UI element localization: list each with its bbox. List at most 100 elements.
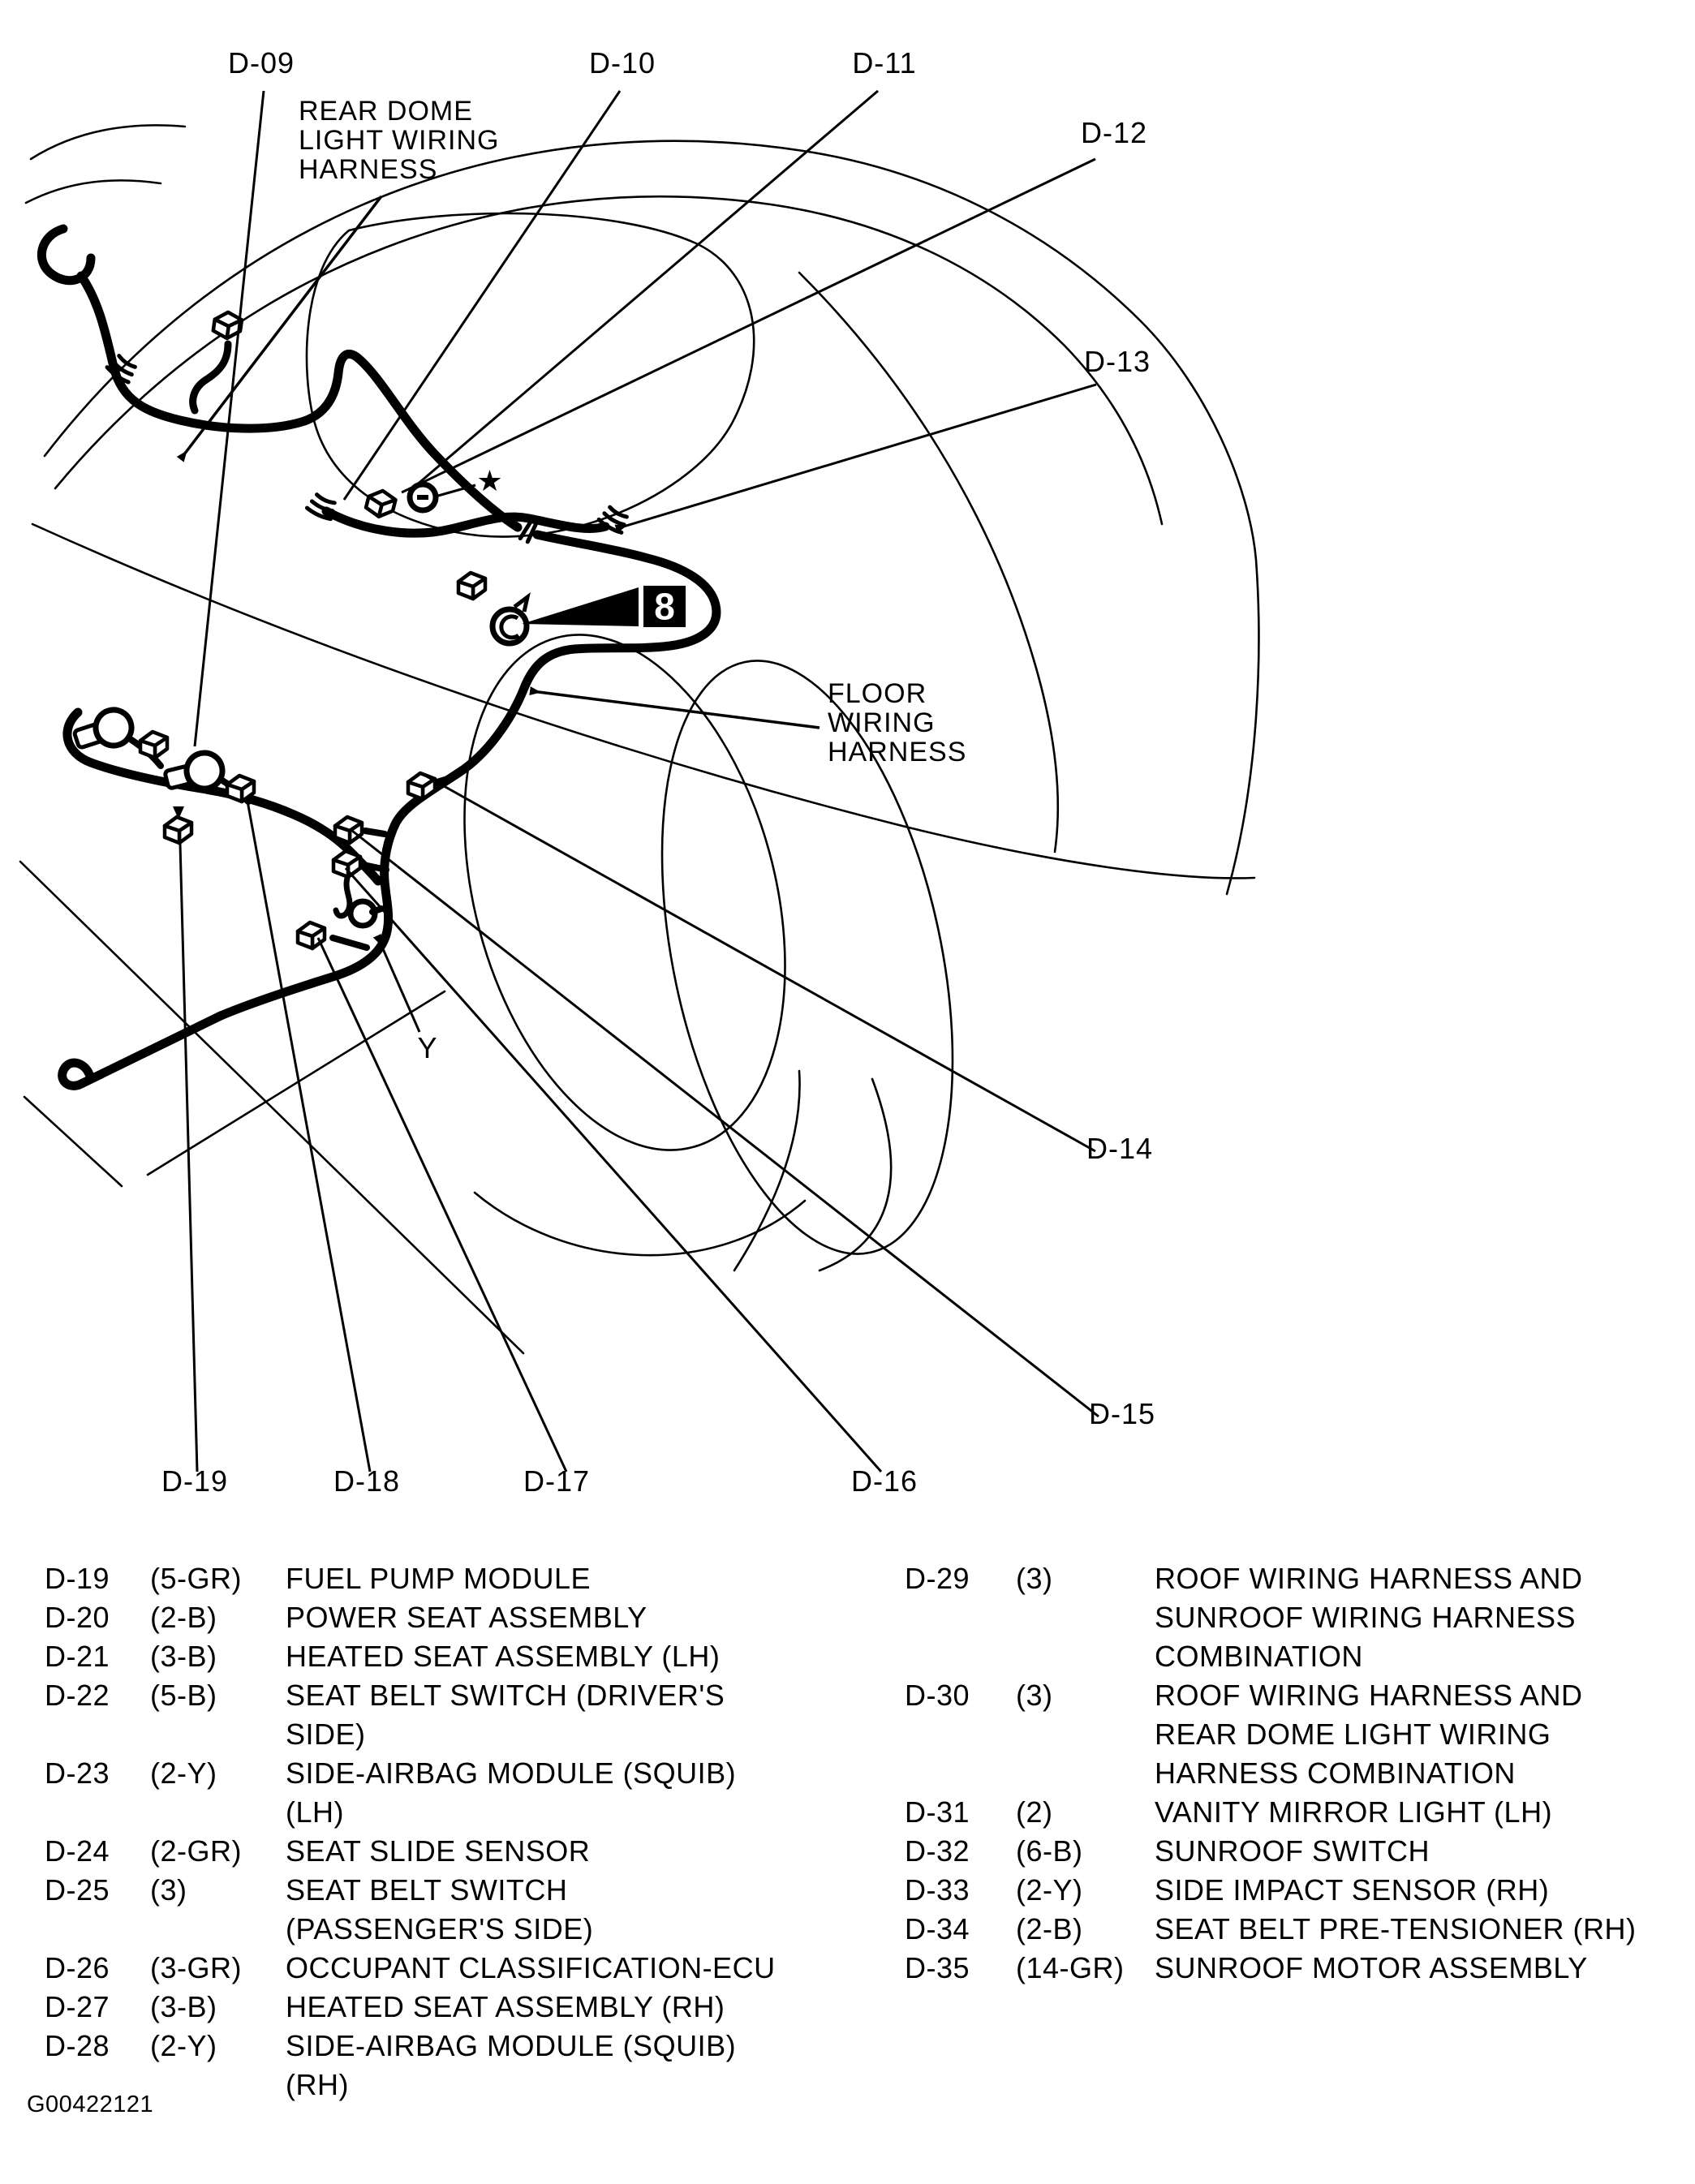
legend-row: (LH) xyxy=(45,1793,848,1832)
star-leader xyxy=(437,484,476,497)
inline-connector-ticks xyxy=(518,519,538,544)
connector-pin-count: (3) xyxy=(1016,1679,1053,1712)
legend-row: (RH) xyxy=(45,2066,848,2104)
legend-row: D-19 (5-GR) FUEL PUMP MODULE xyxy=(45,1559,848,1598)
legend-row: D-25 (3) SEAT BELT SWITCH xyxy=(45,1871,848,1910)
leader-line-D-11 xyxy=(415,89,879,488)
connector-description: POWER SEAT ASSEMBLY xyxy=(286,1601,647,1634)
leader-line-D-17 xyxy=(316,937,568,1472)
connector-pin-count: (3-B) xyxy=(150,1640,217,1673)
grommets xyxy=(347,591,531,929)
callout-label-D-15: D-15 xyxy=(1089,1397,1155,1430)
connector-description: SUNROOF SWITCH xyxy=(1155,1834,1430,1868)
connector-id: D-20 xyxy=(45,1601,110,1634)
leader-line-D-15 xyxy=(351,829,1099,1418)
connector-description: (RH) xyxy=(286,2068,349,2101)
callout-label-D-19: D-19 xyxy=(161,1464,228,1498)
floor-line-1 xyxy=(19,860,525,1355)
connector-cubeD-icon xyxy=(408,773,435,799)
star-icon: ★ xyxy=(476,464,503,497)
wheel-arch-inner xyxy=(463,634,786,1151)
connector-id: D-34 xyxy=(905,1912,970,1945)
note-rear-dome-light-wiring-harness-line: LIGHT WIRING xyxy=(299,125,500,156)
legend-row: D-33 (2-Y) SIDE IMPACT SENSOR (RH) xyxy=(905,1871,1692,1910)
connector-cubeE-icon xyxy=(335,817,362,843)
deck-edge xyxy=(31,522,1256,879)
connector-cubeC-icon xyxy=(165,817,191,843)
connector-id: D-19 xyxy=(45,1562,110,1595)
cubeF-stub xyxy=(360,862,389,873)
note-rear-dome-light-wiring-harness-line: REAR DOME xyxy=(299,96,473,127)
connector-pin-count: (2-Y) xyxy=(150,1756,217,1790)
leader-line-D-19 xyxy=(179,843,199,1472)
connector-pin-count: (2-GR) xyxy=(150,1834,242,1868)
legend-row: (PASSENGER'S SIDE) xyxy=(45,1910,848,1949)
connector-pin-count: (14-GR) xyxy=(1016,1951,1125,1984)
connector-description: COMBINATION xyxy=(1155,1640,1363,1673)
legend-row: SUNROOF WIRING HARNESS xyxy=(905,1598,1692,1637)
page-ref-pointer xyxy=(522,587,639,626)
connector-description: REAR DOME LIGHT WIRING xyxy=(1155,1718,1551,1751)
connector-pin-count: (5-B) xyxy=(150,1679,217,1712)
corner-arc-1 xyxy=(29,124,187,161)
upper-left-harness xyxy=(76,271,523,532)
legend-row: COMBINATION xyxy=(905,1637,1692,1676)
legend-row: D-26 (3-GR) OCCUPANT CLASSIFICATION-ECU xyxy=(45,1949,848,1988)
figure-code: G00422121 xyxy=(27,2092,154,2117)
connector-pin-count: (2-B) xyxy=(150,1601,217,1634)
legend-row: HARNESS COMBINATION xyxy=(905,1754,1692,1793)
page-ref-box xyxy=(643,586,686,627)
leader-line-D-10 xyxy=(342,90,622,501)
legend-row: SIDE) xyxy=(45,1715,848,1754)
note-floor-wiring-harness-line: FLOOR xyxy=(828,678,927,709)
note-leader-floor-wiring-harness xyxy=(529,686,820,729)
connector-grommet-cube-icon xyxy=(458,573,485,599)
harness-break-marks xyxy=(105,354,629,544)
legend-row: D-28 (2-Y) SIDE-AIRBAG MODULE (SQUIB) xyxy=(45,2027,848,2066)
leader-line-D-16 xyxy=(344,867,883,1472)
y-marker-label: Y xyxy=(417,1031,437,1064)
connector-id: D-23 xyxy=(45,1756,110,1790)
page-ref-number: 8 xyxy=(654,586,675,628)
connector-pin-count: (5-GR) xyxy=(150,1562,242,1595)
connector-id: D-27 xyxy=(45,1990,110,2023)
connector-id: D-21 xyxy=(45,1640,110,1673)
callout-label-D-10: D-10 xyxy=(589,46,656,80)
connector-description: SEAT BELT PRE-TENSIONER (RH) xyxy=(1155,1912,1637,1945)
y-marker-leader xyxy=(372,934,421,1033)
connector-description: HEATED SEAT ASSEMBLY (RH) xyxy=(286,1990,725,2023)
legend-right-column: D-29 (3) ROOF WIRING HARNESS AND SUNROOF… xyxy=(905,1559,1692,1988)
legend-row: D-20 (2-B) POWER SEAT ASSEMBLY xyxy=(45,1598,848,1637)
legend-row: D-23 (2-Y) SIDE-AIRBAG MODULE (SQUIB) xyxy=(45,1754,848,1793)
legend-row: D-34 (2-B) SEAT BELT PRE-TENSIONER (RH) xyxy=(905,1910,1692,1949)
connector-cubeF-icon xyxy=(333,851,360,877)
legend-row: REAR DOME LIGHT WIRING xyxy=(905,1715,1692,1754)
lower-body-arc-3 xyxy=(733,1069,801,1272)
small-arrow-icon xyxy=(173,806,184,819)
roof-edge-outer xyxy=(43,140,1260,896)
connector-id: D-33 xyxy=(905,1873,970,1907)
note-floor-wiring-harness-line: WIRING xyxy=(828,707,936,738)
leader-line-D-13 xyxy=(614,383,1097,534)
callout-label-D-09: D-09 xyxy=(228,46,295,80)
callout-label-D-11: D-11 xyxy=(852,46,916,80)
y-grommet xyxy=(347,898,378,929)
cubeF-pigtail xyxy=(333,875,353,919)
legend-row: D-32 (6-B) SUNROOF SWITCH xyxy=(905,1832,1692,1871)
connector-cubeA-icon xyxy=(140,732,167,758)
lower-body-arc-1 xyxy=(473,1191,807,1257)
floor-grommet xyxy=(489,606,530,647)
connector-description: SUNROOF MOTOR ASSEMBLY xyxy=(1155,1951,1588,1984)
legend-row: D-24 (2-GR) SEAT SLIDE SENSOR xyxy=(45,1832,848,1871)
connector-description: (LH) xyxy=(286,1795,344,1829)
connector-id: D-28 xyxy=(45,2029,110,2062)
connector-description: SIDE-AIRBAG MODULE (SQUIB) xyxy=(286,2029,737,2062)
floor-grommet-tab xyxy=(513,591,531,613)
legend-row: D-30 (3) ROOF WIRING HARNESS AND xyxy=(905,1676,1692,1715)
legend-row: D-22 (5-B) SEAT BELT SWITCH (DRIVER'S xyxy=(45,1676,848,1715)
connector-pin-count: (6-B) xyxy=(1016,1834,1083,1868)
floor-line-2 xyxy=(146,990,446,1176)
connector-pin-count: (3-GR) xyxy=(150,1951,242,1984)
